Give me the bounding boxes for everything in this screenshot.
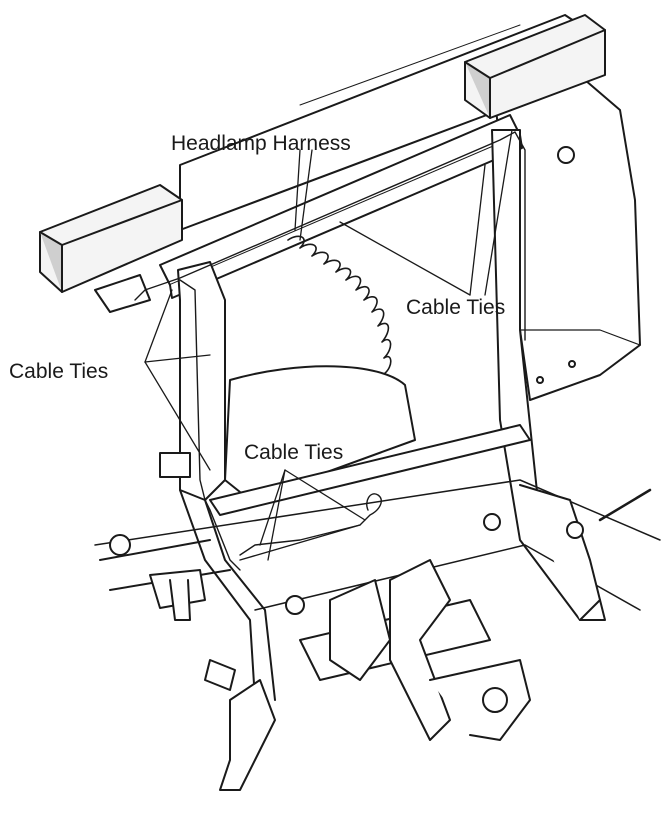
cable-ties-label-left: Cable Ties <box>9 360 109 383</box>
lower-frame <box>94 479 661 791</box>
pivot-bolt <box>566 521 584 539</box>
leader-cable-ties-right <box>339 221 471 296</box>
left-arm <box>159 261 276 741</box>
hitch-pin <box>482 687 508 713</box>
leader-cable-ties-center <box>259 469 286 546</box>
headlamp-harness-label: Headlamp Harness <box>171 132 351 155</box>
leader-cable-ties-center <box>267 469 286 561</box>
panel-bolt <box>536 376 544 384</box>
cable-ties-label-center: Cable Ties <box>244 441 344 464</box>
leader-cable-ties-center <box>284 469 366 521</box>
hitch-knob <box>483 513 501 531</box>
leader-cable-ties-right <box>484 129 513 296</box>
leader-lines <box>144 129 513 561</box>
right-headlamp <box>464 14 606 119</box>
leader-cable-ties-left <box>144 354 211 363</box>
leader-headlamp-harness <box>294 149 301 231</box>
foot-pedal <box>219 679 276 791</box>
leader-cable-ties-left <box>144 289 173 363</box>
connector-block <box>159 452 191 478</box>
leader-headlamp-harness <box>299 149 313 241</box>
pivot-bolt <box>109 534 131 556</box>
leader-cable-ties-right <box>469 164 486 296</box>
rubber-flap <box>209 365 531 516</box>
hitch-knob <box>285 595 305 615</box>
right-arm <box>491 129 606 621</box>
leader-cable-ties-left <box>144 361 211 471</box>
panel-hole <box>557 146 575 164</box>
panel-bolt <box>568 360 576 368</box>
cable-ties-label-right: Cable Ties <box>406 296 506 319</box>
left-headlamp <box>39 184 183 313</box>
wiring-harness <box>134 131 526 571</box>
